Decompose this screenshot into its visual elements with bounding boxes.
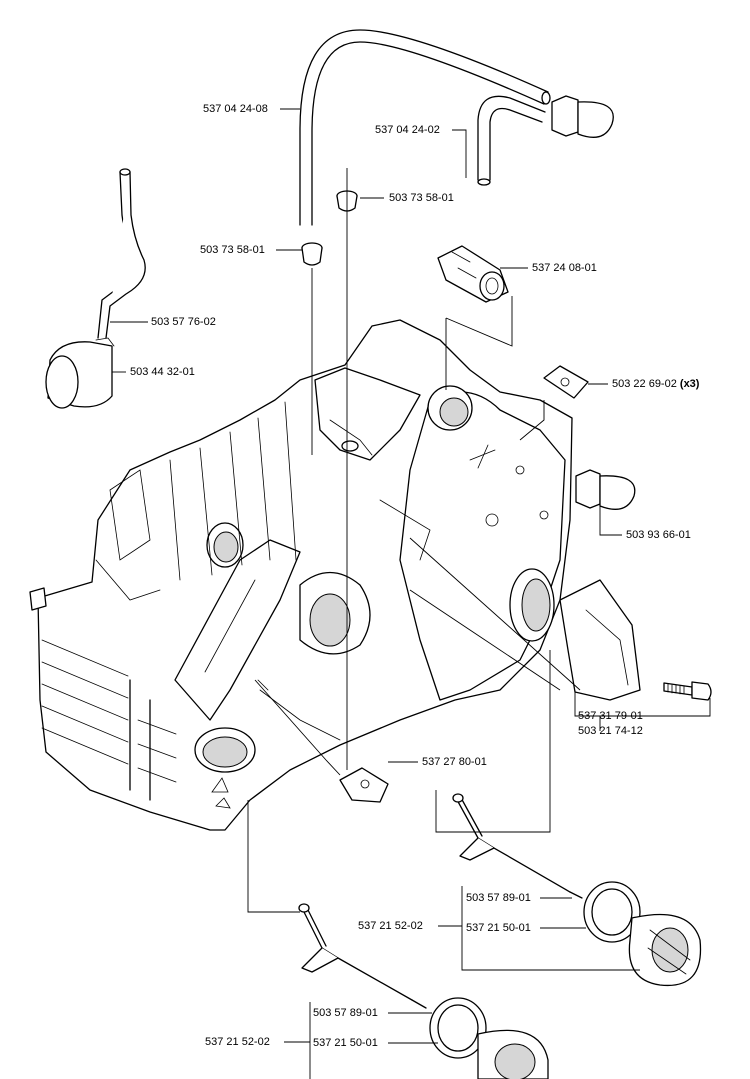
label-fuel-hose-short: 537 04 24-02 (375, 124, 440, 136)
label-fuel-hose-long: 537 04 24-08 (203, 103, 268, 115)
grommet-top (336, 190, 358, 212)
label-cap-upper: 537 21 50-01 (466, 922, 531, 934)
label-fuel-filter: 503 44 32-01 (130, 366, 195, 378)
bracket (339, 767, 389, 803)
label-cap-assembly-upper: 537 21 52-02 (358, 920, 423, 932)
label-cap-assembly-lower: 537 21 52-02 (205, 1036, 270, 1048)
label-strap-lower: 503 57 89-01 (313, 1007, 378, 1019)
label-clip-code: 503 22 69-02 (612, 378, 677, 390)
label-clip-qty: (x3) (679, 378, 700, 390)
fuel-filter (45, 337, 115, 409)
primer-bulb-right (575, 469, 636, 510)
cap-assembly-upper (452, 793, 702, 987)
label-grommet-top: 503 73 58-01 (389, 192, 454, 204)
cap-assembly-lower (298, 903, 549, 1079)
fuel-hose-long (299, 29, 551, 226)
label-fuel-pipe: 503 57 76-02 (151, 316, 216, 328)
label-valve: 537 24 08-01 (532, 262, 597, 274)
label-screw: 503 21 74-12 (578, 725, 643, 737)
label-bracket: 537 27 80-01 (422, 756, 487, 768)
fuel-pipe (97, 168, 146, 339)
clip (543, 365, 589, 399)
cover-plate (559, 579, 641, 701)
primer-bulb-top (551, 95, 614, 138)
label-grommet-left: 503 73 58-01 (200, 244, 265, 256)
label-primer: 503 93 66-01 (626, 529, 691, 541)
valve (437, 245, 509, 303)
grommet-left (301, 242, 323, 266)
crankcase-body (29, 319, 573, 831)
leader-lines (110, 108, 711, 1079)
label-clip: 503 22 69-02 (x3) (612, 378, 699, 390)
screw (663, 681, 712, 701)
label-strap-upper: 503 57 89-01 (466, 892, 531, 904)
label-cover: 537 31 79-01 (578, 710, 643, 722)
fuel-hose-short (477, 95, 546, 186)
label-cap-lower: 537 21 50-01 (313, 1037, 378, 1049)
